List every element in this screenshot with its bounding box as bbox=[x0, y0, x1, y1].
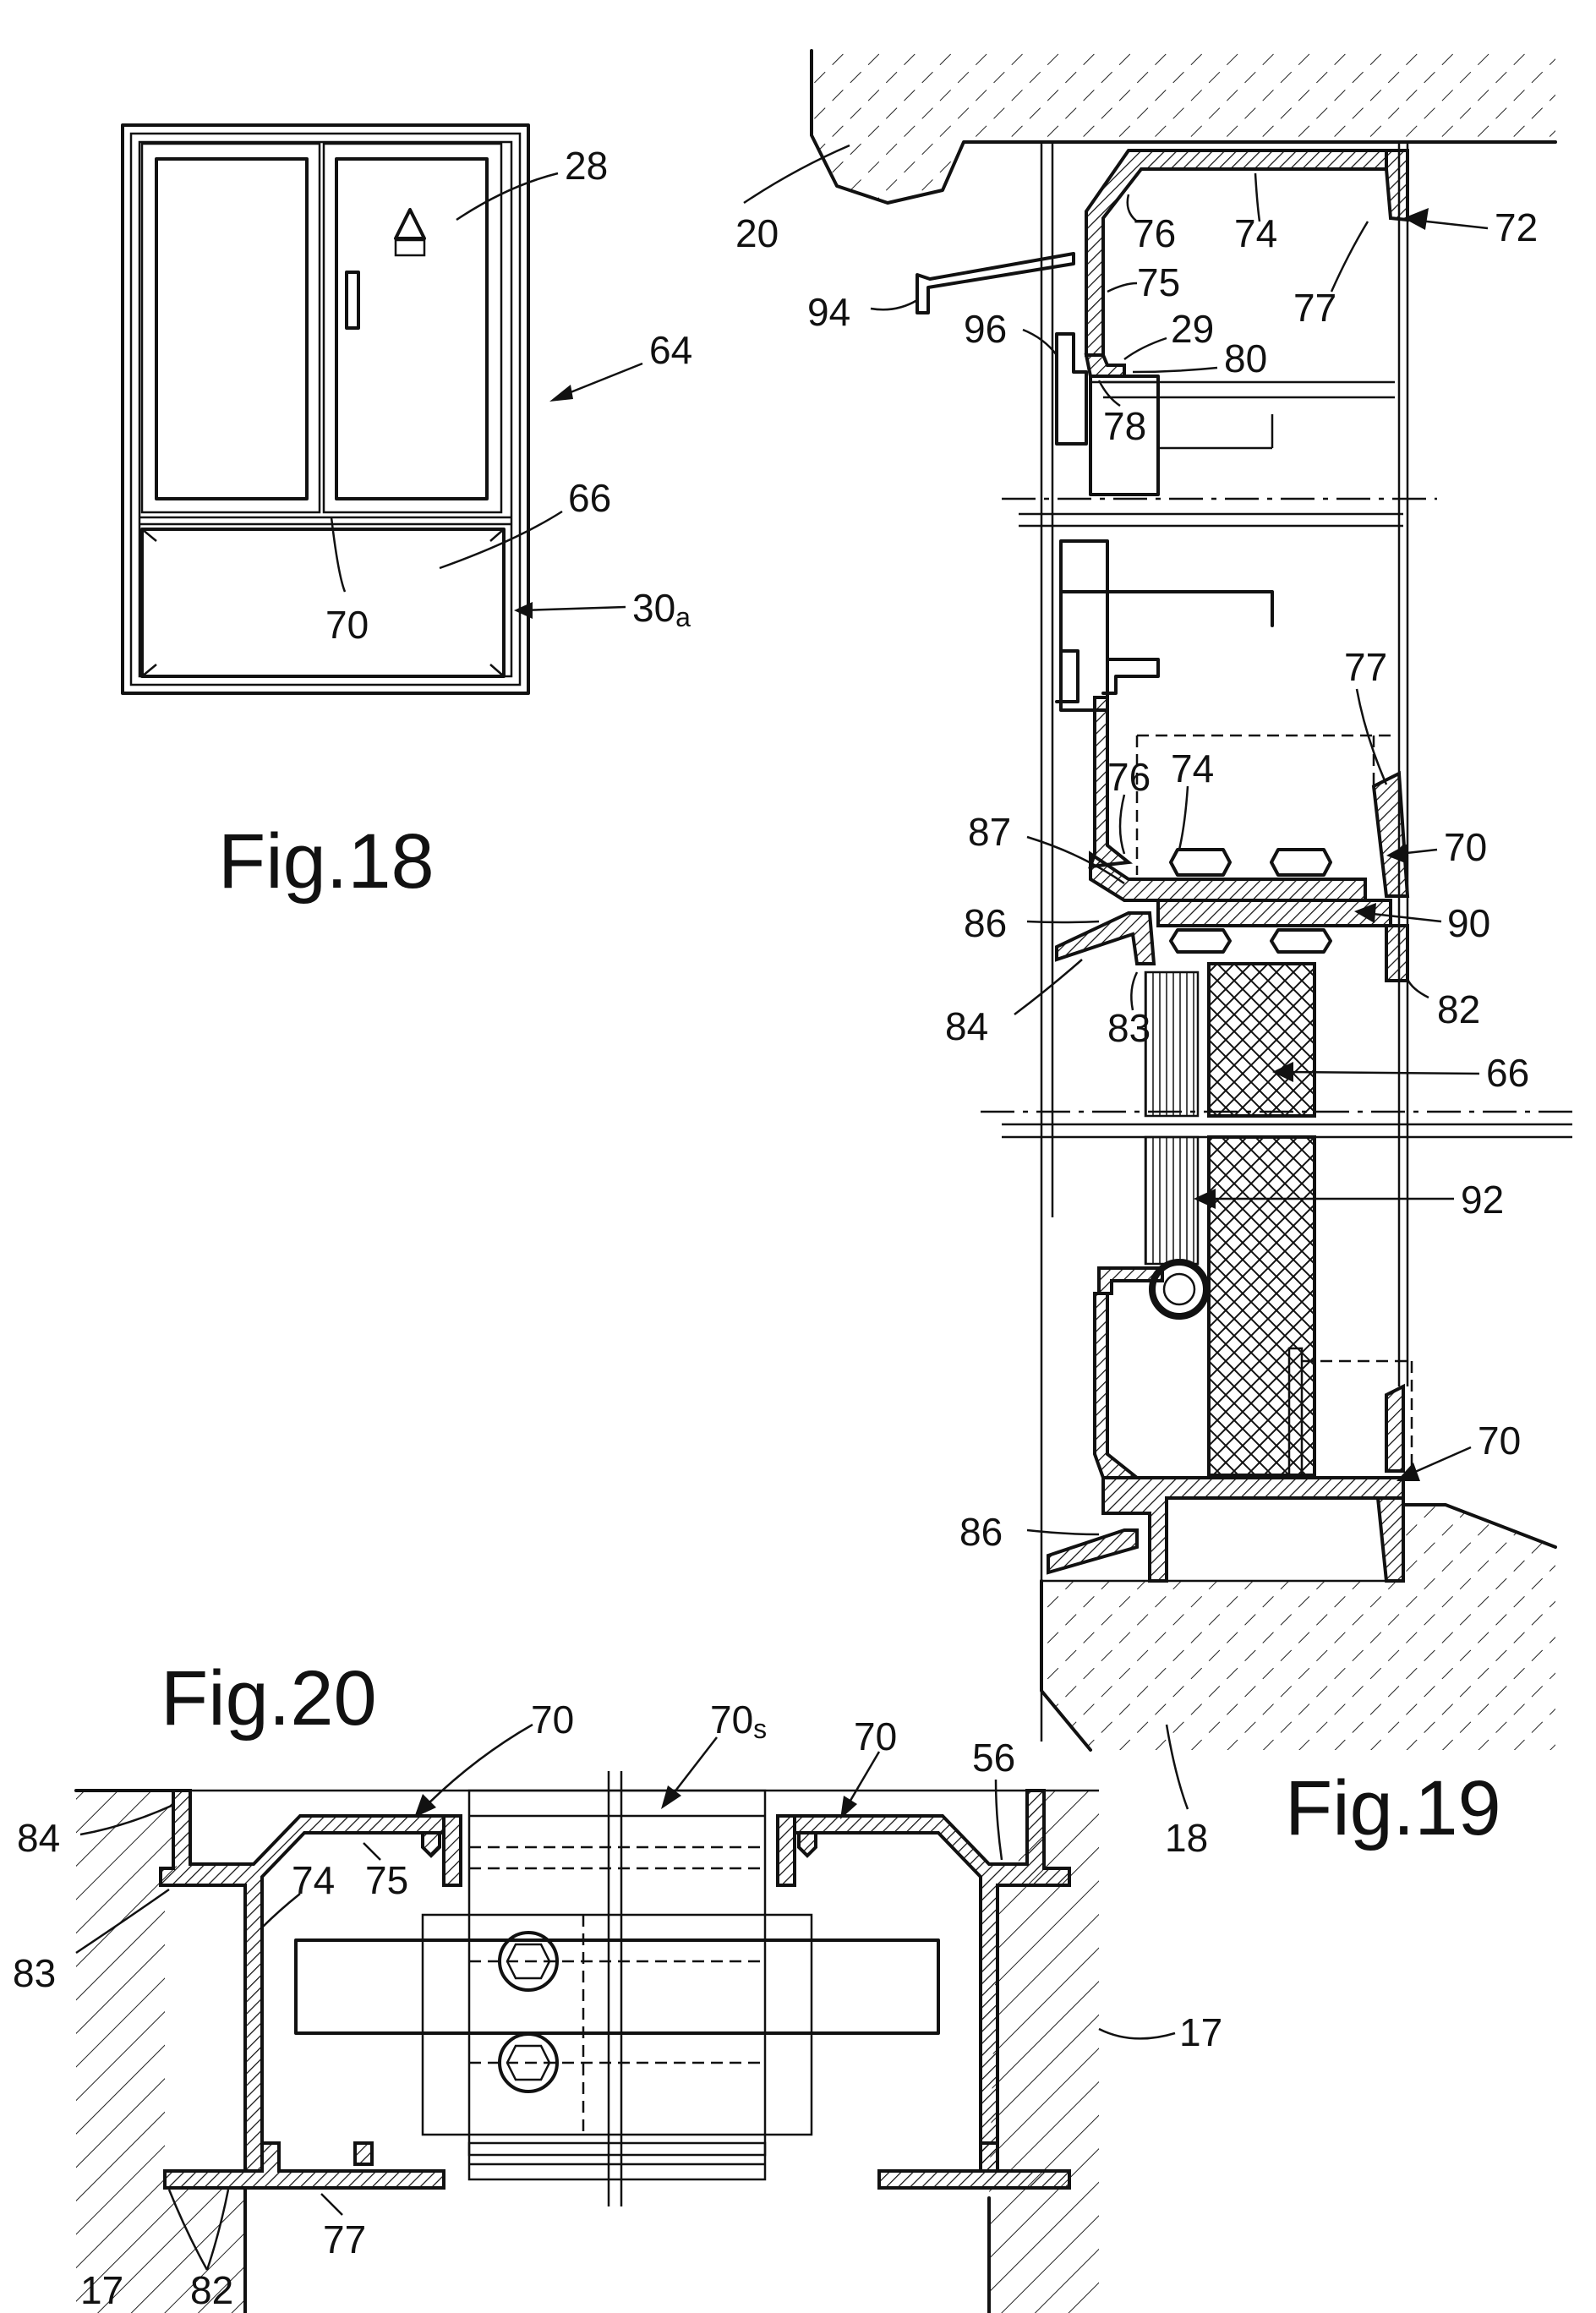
label-80: 80 bbox=[1224, 336, 1267, 380]
label-94: 94 bbox=[807, 290, 850, 334]
label-75: 75 bbox=[1137, 260, 1180, 304]
label-82: 82 bbox=[1437, 987, 1480, 1031]
label-74-fig20: 74 bbox=[292, 1858, 335, 1902]
fig20-horizontal-section bbox=[76, 1771, 1099, 2313]
label-75-fig20: 75 bbox=[365, 1858, 408, 1902]
label-74-top: 74 bbox=[1234, 211, 1277, 255]
label-70s: 70s bbox=[710, 1698, 767, 1744]
label-77-top: 77 bbox=[1293, 286, 1336, 330]
label-70-right: 70 bbox=[854, 1714, 897, 1758]
label-84: 84 bbox=[945, 1004, 988, 1048]
label-87: 87 bbox=[968, 810, 1011, 854]
fig19-vertical-section bbox=[812, 51, 1581, 1750]
fig18-title: Fig.18 bbox=[218, 818, 435, 905]
label-66-fig19: 66 bbox=[1486, 1051, 1529, 1095]
fig19-title: Fig.19 bbox=[1285, 1765, 1501, 1851]
label-70: 70 bbox=[325, 603, 369, 647]
label-70-bottom: 70 bbox=[1478, 1419, 1521, 1463]
label-20: 20 bbox=[735, 211, 779, 255]
label-30a: 30a bbox=[632, 586, 691, 632]
label-84-fig20: 84 bbox=[17, 1816, 60, 1860]
label-56: 56 bbox=[972, 1736, 1015, 1780]
label-64: 64 bbox=[649, 328, 692, 372]
label-70-left: 70 bbox=[531, 1698, 574, 1742]
label-18: 18 bbox=[1165, 1816, 1208, 1860]
label-82-fig20: 82 bbox=[190, 2268, 233, 2312]
label-76-top: 76 bbox=[1133, 211, 1176, 255]
label-77-mid: 77 bbox=[1344, 645, 1387, 689]
label-70-mid: 70 bbox=[1444, 825, 1487, 869]
label-66: 66 bbox=[568, 476, 611, 520]
label-28: 28 bbox=[565, 144, 608, 188]
label-86-mid: 86 bbox=[964, 901, 1007, 945]
label-86-bottom: 86 bbox=[959, 1510, 1003, 1554]
label-76-mid: 76 bbox=[1107, 755, 1151, 799]
label-17-left: 17 bbox=[80, 2268, 123, 2312]
label-77-fig20: 77 bbox=[323, 2217, 366, 2261]
label-72: 72 bbox=[1495, 205, 1538, 249]
label-29: 29 bbox=[1171, 307, 1214, 351]
fig20-title: Fig.20 bbox=[161, 1655, 377, 1742]
label-17-right: 17 bbox=[1179, 2010, 1222, 2054]
label-92: 92 bbox=[1461, 1178, 1504, 1222]
label-96: 96 bbox=[964, 307, 1007, 351]
label-90: 90 bbox=[1447, 901, 1490, 945]
label-78: 78 bbox=[1103, 404, 1146, 448]
label-83-fig20: 83 bbox=[13, 1951, 56, 1995]
label-74-mid: 74 bbox=[1171, 746, 1214, 790]
label-83: 83 bbox=[1107, 1006, 1151, 1050]
